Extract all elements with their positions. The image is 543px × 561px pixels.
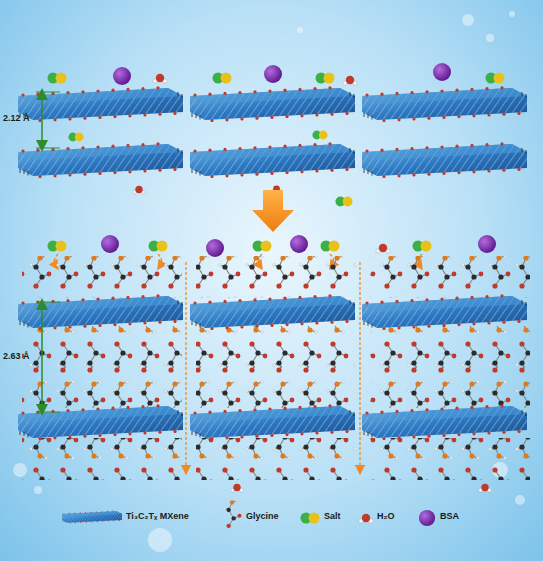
top-mxene-layers	[18, 86, 527, 178]
dimension-line	[41, 94, 43, 146]
legend-label: Glycine	[246, 512, 279, 522]
dimension-cap	[36, 148, 60, 149]
bottom-water	[231, 484, 492, 492]
legend-label: Ti₃C₂Tₓ MXene	[126, 512, 189, 522]
bottom-molecules	[48, 235, 497, 257]
glycine-layers	[22, 256, 530, 480]
top-intercalants	[68, 131, 352, 207]
legend-label: BSA	[440, 512, 459, 522]
bottom-mxene-layers	[18, 294, 527, 440]
legend-label: H₂O	[377, 512, 395, 522]
dimension-cap	[36, 302, 60, 303]
dimension-line	[41, 304, 43, 410]
legend-label: Salt	[324, 512, 341, 522]
top-molecules	[48, 63, 505, 85]
dimension-label: 2.12 Å	[3, 114, 30, 124]
dimension-cap	[36, 412, 60, 413]
process-arrow	[252, 190, 294, 232]
dimension-label: 2.63 Å	[3, 352, 30, 362]
legend-icons	[62, 500, 435, 528]
dimension-cap	[36, 92, 60, 93]
